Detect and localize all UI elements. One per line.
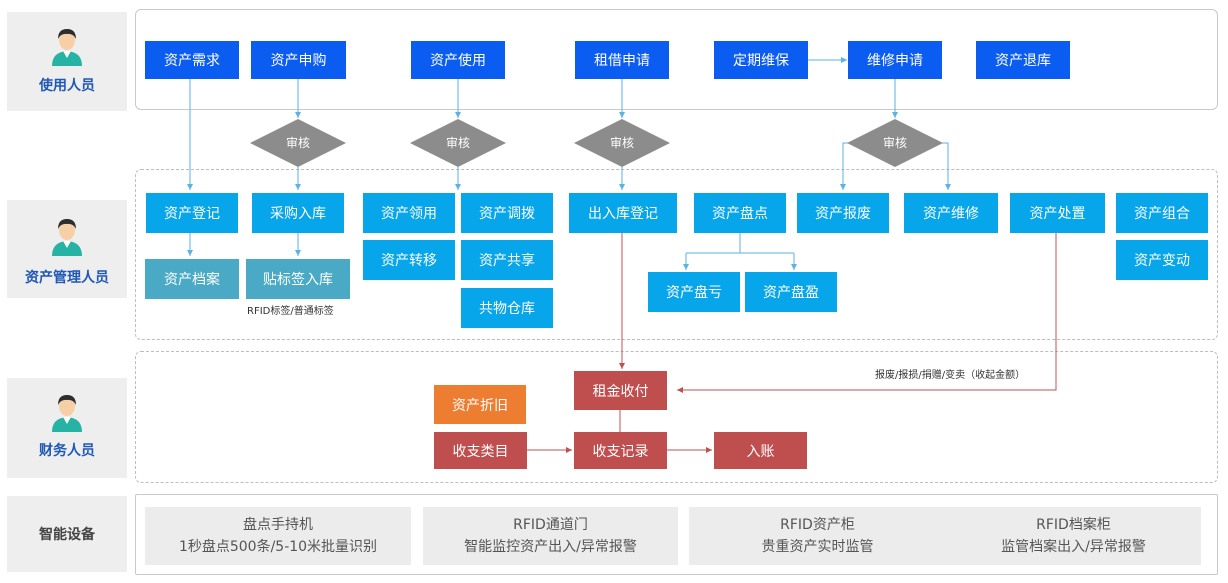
asset-inventory-box[interactable]: 资产盘点 [694, 193, 786, 233]
label-storage-box[interactable]: 贴标签入库 [246, 259, 350, 299]
device-title: 盘点手持机 [243, 517, 313, 533]
role-cell-finance: 财务人员 [7, 378, 127, 478]
asset-change-box[interactable]: 资产变动 [1116, 240, 1208, 280]
review-label: 审核 [286, 135, 310, 150]
lane-asset-managers [135, 169, 1218, 340]
person-icon [52, 395, 82, 432]
review-diamond-use: 审核 [410, 119, 506, 167]
label-note: RFID标签/普通标签 [247, 306, 334, 317]
review-label: 审核 [883, 135, 907, 150]
asset-purchase-box[interactable]: 资产申购 [251, 41, 346, 79]
shared-warehouse-box[interactable]: 共物仓库 [461, 288, 553, 328]
lane-users [135, 9, 1218, 110]
device-desc: 贵重资产实时监管 [761, 539, 874, 555]
review-diamond-lease: 审核 [574, 119, 670, 167]
role-cell-devices: 智能设备 [7, 496, 127, 572]
lane-finance [135, 351, 1218, 483]
role-label-asset-managers: 资产管理人员 [25, 270, 109, 286]
role-cell-users: 使用人员 [7, 12, 127, 111]
depreciation-box[interactable]: 资产折旧 [434, 385, 526, 424]
asset-scrap-box[interactable]: 资产报废 [797, 193, 889, 233]
disposal-note: 报废/报损/捐赠/变卖（收起金额） [875, 370, 1026, 381]
device-desc: 监管档案出入/异常报警 [1001, 539, 1146, 555]
lease-apply-box[interactable]: 租借申请 [575, 41, 669, 79]
review-diamond-repair: 审核 [847, 119, 943, 167]
asset-share-box[interactable]: 资产共享 [461, 240, 553, 280]
inventory-loss-box[interactable]: 资产盘亏 [648, 272, 740, 312]
rent-payment-box[interactable]: 租金收付 [574, 371, 667, 410]
income-record-box[interactable]: 收支记录 [574, 432, 667, 469]
repair-apply-box[interactable]: 维修申请 [848, 41, 942, 79]
review-label: 审核 [610, 135, 634, 150]
device-title: RFID通道门 [513, 517, 588, 533]
asset-demand-box[interactable]: 资产需求 [145, 41, 239, 79]
device-rfid-gate: RFID通道门 智能监控资产出入/异常报警 [423, 507, 678, 565]
device-desc: 1秒盘点500条/5-10米批量识别 [178, 539, 378, 555]
asset-archive-box[interactable]: 资产档案 [145, 259, 239, 299]
role-label-finance: 财务人员 [39, 443, 95, 459]
income-category-box[interactable]: 收支类目 [434, 432, 527, 469]
asset-transfer-box[interactable]: 资产调拨 [461, 193, 553, 233]
asset-repair-box[interactable]: 资产维修 [904, 193, 998, 233]
person-icon [52, 29, 82, 66]
asset-return-box[interactable]: 资产退库 [976, 41, 1070, 79]
review-diamond-purchase: 审核 [250, 119, 346, 167]
role-label-devices: 智能设备 [39, 527, 95, 543]
role-label-users: 使用人员 [39, 78, 95, 94]
lane-devices [135, 494, 1218, 575]
inout-register-box[interactable]: 出入库登记 [569, 193, 677, 233]
asset-disposal-box[interactable]: 资产处置 [1010, 193, 1105, 233]
periodic-maintenance-box[interactable]: 定期维保 [714, 41, 808, 79]
device-title: RFID档案柜 [1036, 517, 1111, 533]
role-cell-asset-managers: 资产管理人员 [7, 200, 127, 298]
person-icon [52, 219, 82, 256]
purchase-storage-box[interactable]: 采购入库 [252, 193, 344, 233]
asset-combine-box[interactable]: 资产组合 [1116, 193, 1208, 233]
device-rfid-asset-cabinet: RFID资产柜 贵重资产实时监管 [689, 507, 946, 565]
asset-receive-box[interactable]: 资产领用 [363, 193, 455, 233]
posting-box[interactable]: 入账 [714, 432, 807, 469]
asset-register-box[interactable]: 资产登记 [146, 193, 238, 233]
asset-move-box[interactable]: 资产转移 [363, 240, 455, 280]
device-desc: 智能监控资产出入/异常报警 [464, 539, 637, 555]
device-handheld-scanner: 盘点手持机 1秒盘点500条/5-10米批量识别 [145, 507, 411, 565]
device-title: RFID资产柜 [780, 517, 855, 533]
device-rfid-archive-cabinet: RFID档案柜 监管档案出入/异常报警 [946, 507, 1201, 565]
review-label: 审核 [446, 135, 470, 150]
inventory-gain-box[interactable]: 资产盘盈 [745, 272, 837, 312]
asset-use-box[interactable]: 资产使用 [411, 41, 505, 79]
